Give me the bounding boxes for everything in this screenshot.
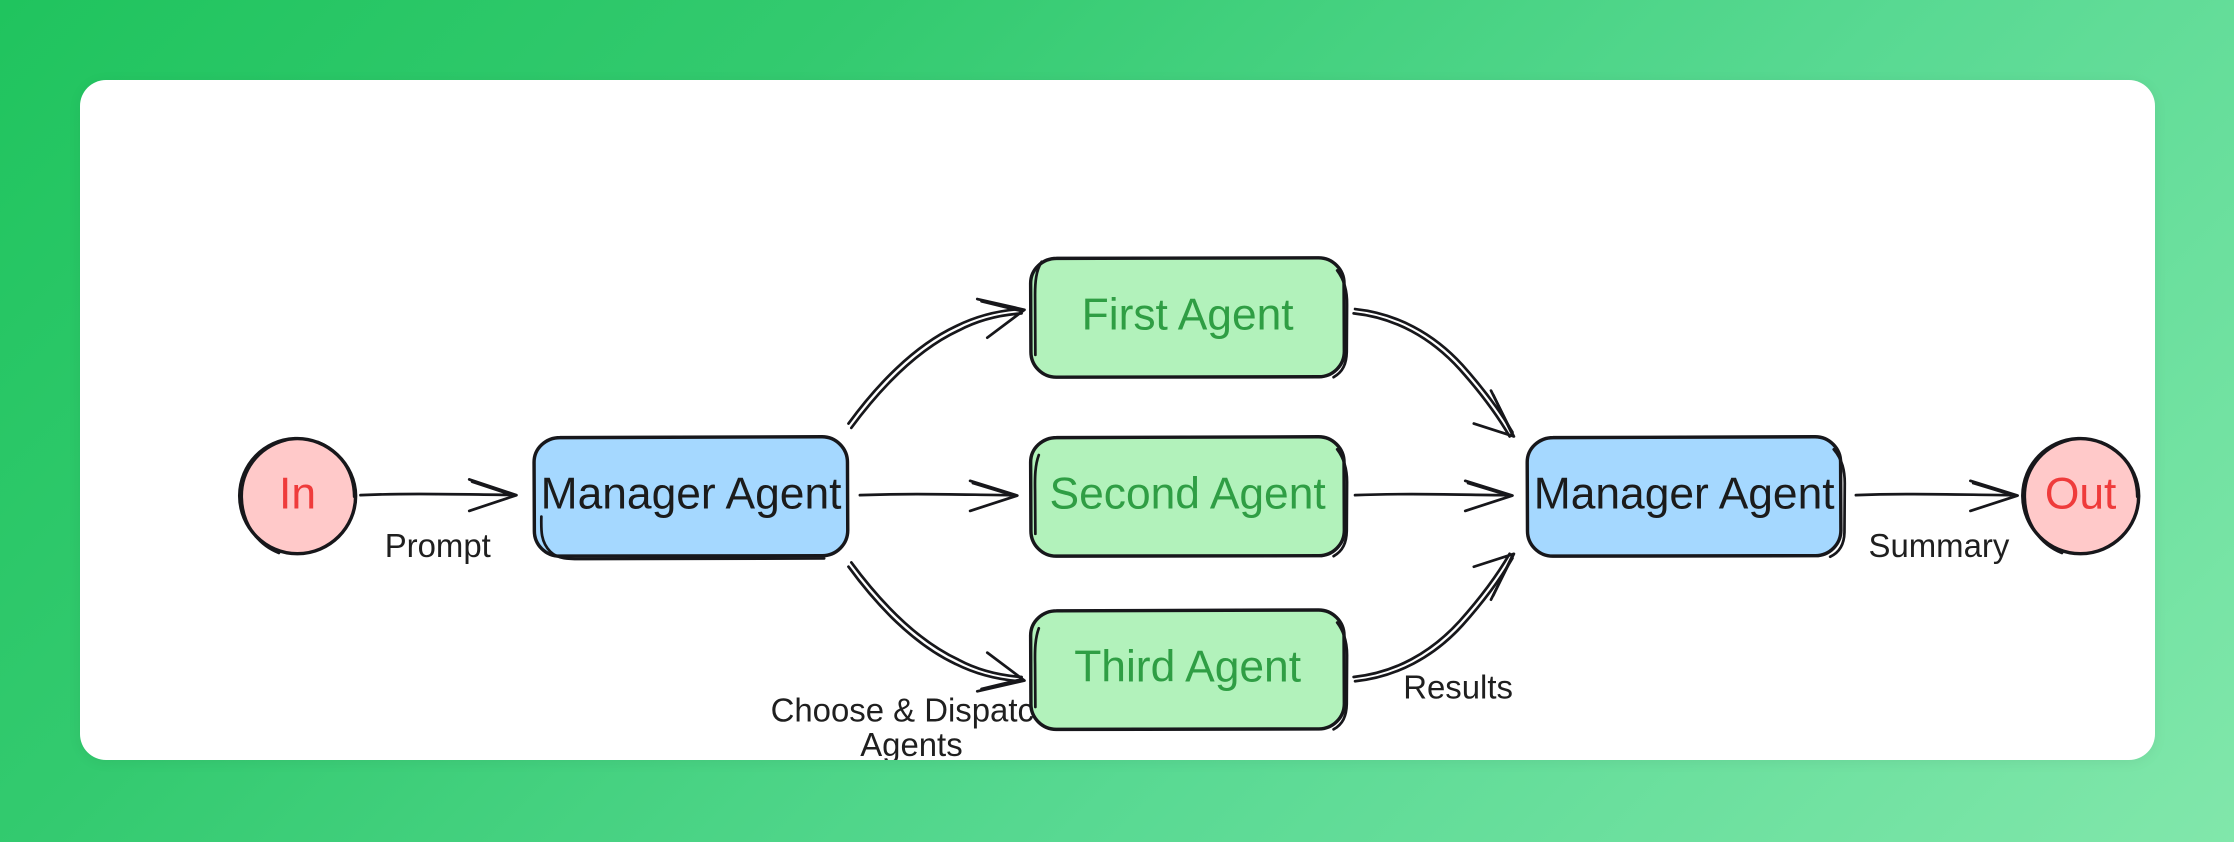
edge-second-to-manager — [1353, 479, 1514, 513]
node-label-manager-right: Manager Agent — [1534, 469, 1835, 518]
edge-first-to-manager — [1352, 307, 1516, 438]
edge-in-to-manager — [359, 478, 518, 513]
node-label-in: In — [279, 469, 316, 518]
edge-manager-to-second — [858, 479, 1019, 513]
node-label-first-agent: First Agent — [1082, 290, 1294, 339]
edge-label-results: Results — [1403, 669, 1513, 706]
edge-manager-to-first — [847, 297, 1026, 430]
node-label-second-agent: Second Agent — [1050, 469, 1326, 518]
edge-label-dispatch-line2: Agents — [860, 726, 962, 760]
diagram-card: Prompt Choose & Dispatch — [80, 80, 2155, 760]
node-label-third-agent: Third Agent — [1074, 643, 1301, 692]
node-manager-agent-left[interactable]: Manager Agent — [532, 435, 850, 561]
node-out[interactable]: Out — [2021, 436, 2141, 556]
node-label-out: Out — [2045, 469, 2116, 518]
edge-third-to-manager — [1352, 552, 1516, 683]
node-label-manager-left: Manager Agent — [541, 469, 842, 518]
node-second-agent[interactable]: Second Agent — [1028, 435, 1349, 558]
node-in[interactable]: In — [237, 436, 358, 556]
edge-label-dispatch-line1: Choose & Dispatch — [771, 691, 1053, 728]
edge-label-summary: Summary — [1869, 527, 2010, 564]
edge-manager-to-third — [847, 561, 1026, 693]
node-first-agent[interactable]: First Agent — [1028, 256, 1349, 379]
edge-label-prompt: Prompt — [385, 527, 491, 564]
node-third-agent[interactable]: Third Agent — [1028, 608, 1349, 732]
edge-manager-to-out — [1854, 479, 2019, 513]
node-manager-agent-right[interactable]: Manager Agent — [1525, 435, 1847, 559]
flowchart-svg: Prompt Choose & Dispatch — [237, 256, 2141, 760]
